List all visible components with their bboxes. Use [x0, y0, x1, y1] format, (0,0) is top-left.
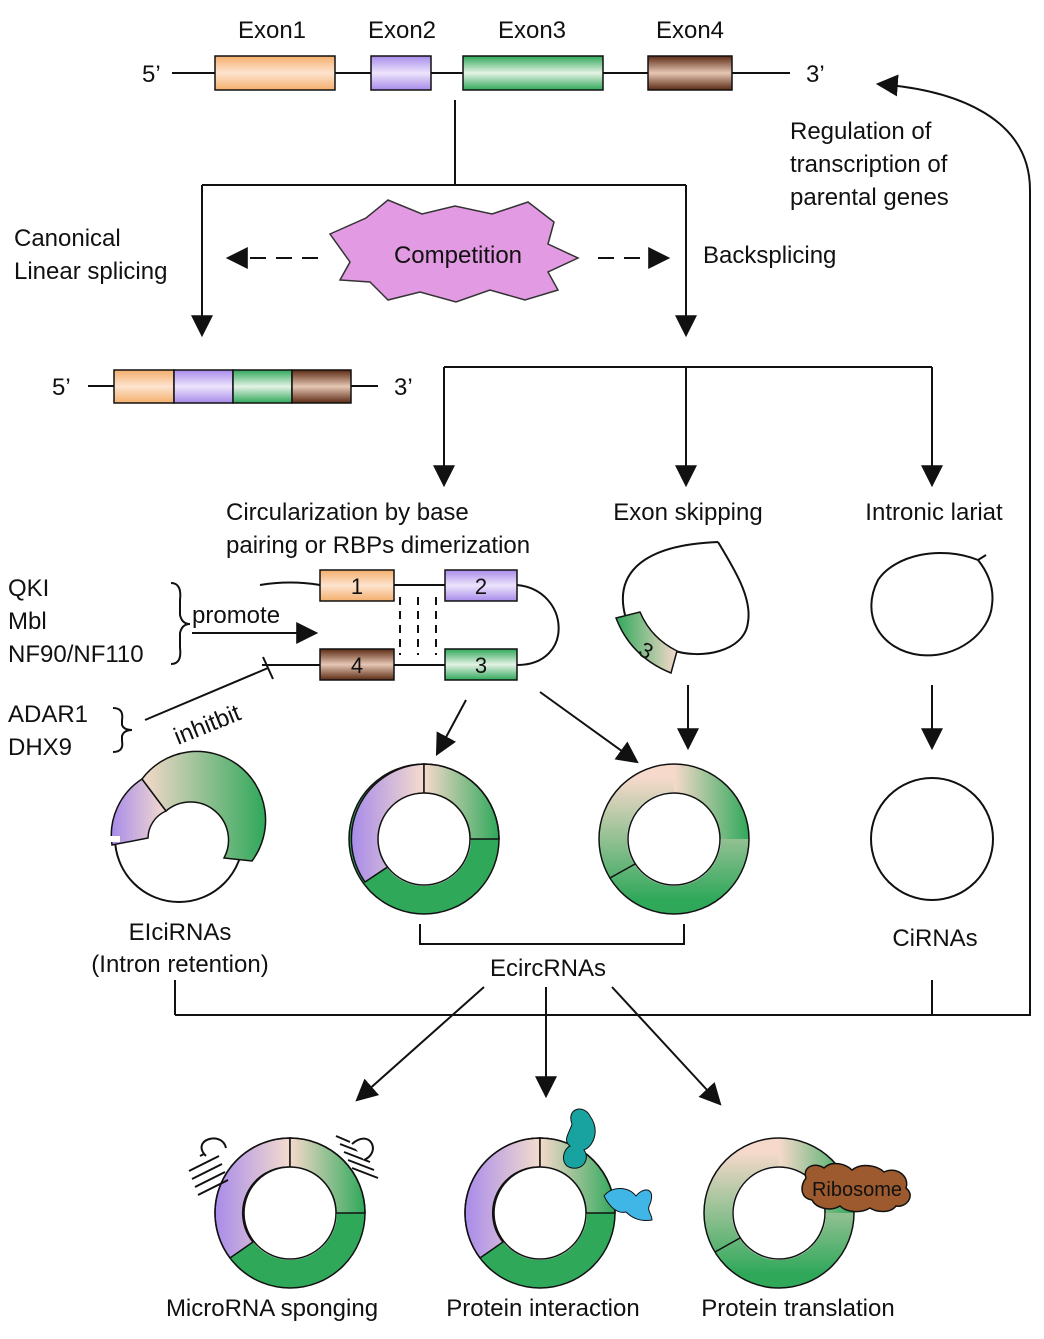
ecircrna-2-3-circle: [348, 763, 500, 915]
regulation-label-line3: parental genes: [790, 184, 949, 211]
protein-interaction-label: Protein interaction: [446, 1295, 639, 1322]
pre-mrna-5prime: 5’: [142, 61, 161, 88]
exon3-label: Exon3: [498, 17, 566, 44]
promoter-brace: [170, 582, 191, 665]
hairpin-exon2-number: 2: [475, 574, 487, 599]
backsplicing-label: Backsplicing: [703, 242, 836, 269]
cirna-label: CiRNAs: [892, 925, 977, 952]
exon2-box: [370, 55, 432, 91]
mrna-exon4: [291, 369, 352, 404]
protein-blue-blob: [603, 1188, 653, 1221]
intronic-lariat-loop: [870, 552, 994, 657]
hairpin-exon1: [319, 569, 395, 602]
canonical-label-line1: Canonical: [14, 225, 121, 252]
mrna-3prime: 3’: [394, 374, 413, 401]
inhibit-line: [144, 656, 274, 721]
cirna-circle: [870, 777, 994, 901]
factor-adar1: ADAR1: [8, 701, 88, 728]
intronic-lariat-label: Intronic lariat: [865, 499, 1003, 526]
collector-lines: [174, 980, 1030, 1016]
sponging-label: MicroRNA sponging: [166, 1295, 378, 1322]
product-arrows: [435, 685, 943, 764]
hairpin-exon3: [444, 648, 518, 681]
regulation-label-line2: transcription of: [790, 151, 948, 178]
regulation-feedback-arrow: [875, 74, 1031, 1016]
microrna-right: [335, 1135, 379, 1179]
inhibit-label: inhitbit: [170, 699, 245, 750]
factor-nf90: NF90/NF110: [8, 641, 144, 668]
promote-label: promote: [192, 602, 280, 629]
inhibitor-brace: [112, 707, 133, 753]
hairpin-exon4: [319, 648, 395, 681]
hairpin-exon3-number: 3: [475, 653, 487, 678]
hairpin-exon1-number: 1: [351, 574, 363, 599]
exon3-box: [462, 55, 604, 91]
route-connectors: [433, 366, 943, 488]
translation-label: Protein translation: [701, 1295, 894, 1322]
exon1-label: Exon1: [238, 17, 306, 44]
hairpin-exon4-number: 4: [351, 653, 363, 678]
eicirna-label-line1: EIciRNAs: [129, 919, 232, 946]
function-arrows: [355, 986, 722, 1106]
circularization-label-line1: Circularization by base: [226, 499, 469, 526]
ecircrna-bracket: [419, 924, 685, 945]
mrna-exon3: [232, 369, 293, 404]
mrna-exon2: [173, 369, 234, 404]
mrna-5prime: 5’: [52, 374, 71, 401]
exon-skipping-lariat: 3: [614, 541, 750, 675]
mature-linear-mrna: 5’ 3’: [52, 369, 413, 404]
factor-mbl: Mbl: [8, 608, 47, 635]
protein-interaction-circle: [464, 1108, 653, 1289]
exon4-box: [647, 55, 733, 91]
exon1-box: [214, 55, 336, 91]
ribosome-shape: [801, 1162, 911, 1213]
protein-teal-blob: [563, 1108, 596, 1169]
protein-translation-circle: Ribosome: [703, 1137, 911, 1289]
mrna-exon1: [113, 369, 175, 404]
exon2-label: Exon2: [368, 17, 436, 44]
canonical-label-line2: Linear splicing: [14, 258, 167, 285]
competition-label: Competition: [394, 242, 522, 269]
pre-mrna-3prime: 3’: [806, 61, 825, 88]
factor-qki: QKI: [8, 575, 49, 602]
exon4-label: Exon4: [656, 17, 724, 44]
hairpin-exon2: [444, 569, 518, 602]
ecircrna-3-circle: [598, 763, 750, 915]
circularization-label-line2: pairing or RBPs dimerization: [226, 532, 530, 559]
ecircrna-label: EcircRNAs: [490, 955, 606, 982]
pre-mrna: 5’ 3’ Exon1 Exon2 Exon3 Exon4: [142, 17, 825, 91]
eicirna-label-line2: (Intron retention): [91, 951, 268, 978]
microrna-left: [188, 1137, 229, 1196]
competition-burst: Competition: [328, 199, 580, 303]
regulation-label-line1: Regulation of: [790, 118, 932, 145]
skipped-exon3: [614, 611, 678, 675]
eicirna-circle: [102, 750, 267, 903]
microrna-sponging-circle: [188, 1135, 379, 1289]
exon-skipping-label: Exon skipping: [613, 499, 762, 526]
factor-dhx9: DHX9: [8, 734, 72, 761]
hairpin-structure: 1 2 4 3: [259, 569, 560, 681]
branch-connectors: [191, 100, 697, 338]
ribosome-label: Ribosome: [812, 1179, 902, 1201]
